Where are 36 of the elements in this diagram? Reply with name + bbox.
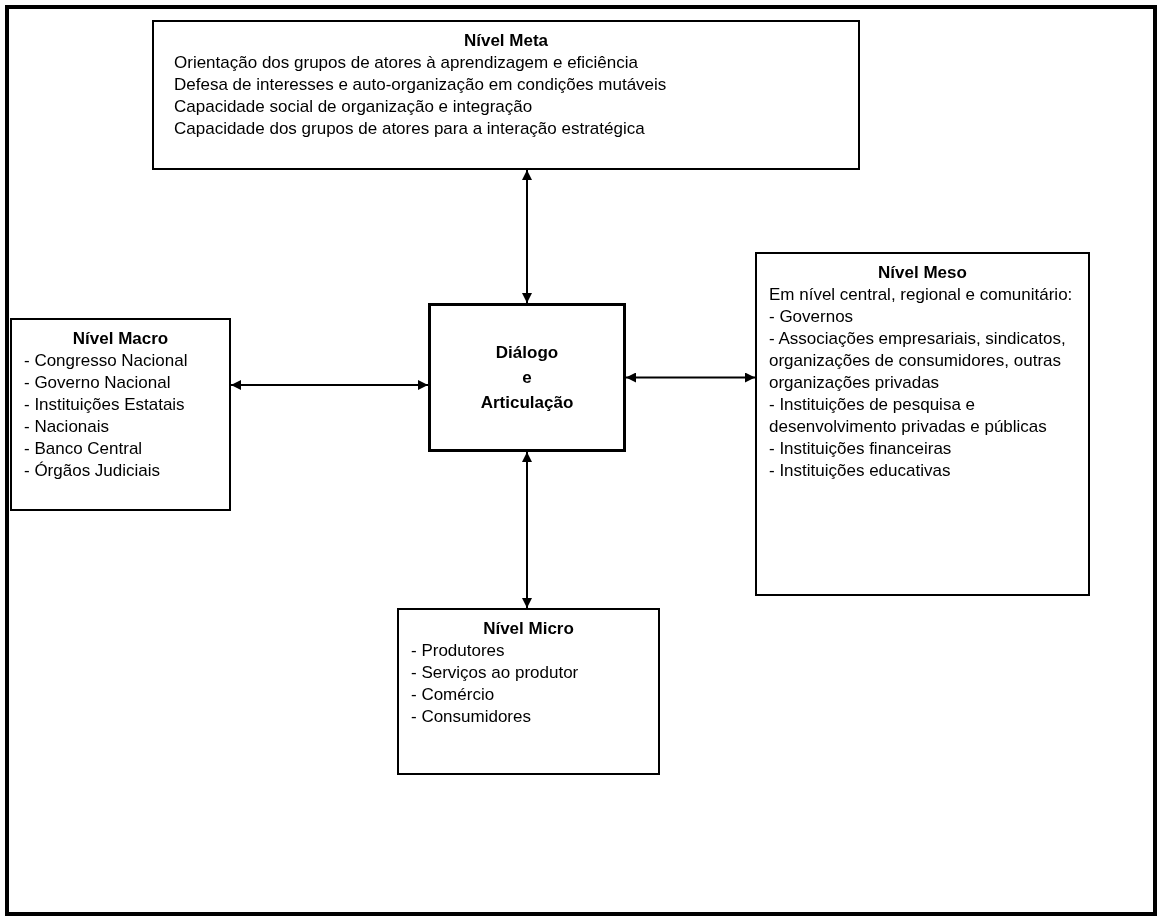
list-item: - Governo Nacional [24,372,172,394]
box-heading: Nível Macro [71,328,170,350]
list-item: - Instituições de pesquisa e desenvolvimento privadas e públicas [769,394,1048,438]
box-heading: Diálogo [495,342,559,364]
list-item: - Comércio [411,684,496,706]
list-item: - Serviços ao produtor [411,662,580,684]
list-item: - Instituições financeiras [769,438,953,460]
list-item: - Associações empresariais, sindicatos, organizações de consumidores, outras organizações privadas [769,328,1067,394]
central-box [428,303,626,452]
double-arrow [625,372,756,383]
list-item: - Órgãos Judiciais [24,460,162,482]
list-item: - Instituições Estatais [24,394,186,416]
box-heading: Nível Micro [482,618,575,640]
level-box [397,608,660,775]
list-item: - Consumidores [411,706,532,728]
double-arrow [230,380,429,390]
list-item: - Produtores [411,640,506,662]
box-heading: Nível Meta [462,30,550,52]
list-item: - Governos [769,306,855,328]
double-arrow [522,169,532,304]
list-item: - Nacionais [24,416,111,438]
list-item: Capacidade dos grupos de atores para a interação estratégica [173,118,646,140]
box-heading: Nível Meso [877,262,968,284]
level-box [10,318,231,511]
list-item: Defesa de interesses e auto-organização em condições mutáveis [173,74,668,96]
box-heading: Articulação [480,392,574,414]
list-item: Orientação dos grupos de atores à aprendizagem e eficiência [173,52,639,74]
list-item: - Instituições educativas [769,460,952,482]
level-box [152,20,860,170]
double-arrow [522,451,532,609]
box-heading: e [522,367,532,389]
list-item: - Banco Central [24,438,144,460]
list-item: Capacidade social de organização e integração [173,96,534,118]
list-item: - Congresso Nacional [24,350,189,372]
list-item: Em nível central, regional e comunitário: [769,284,1074,306]
level-box [755,252,1090,596]
